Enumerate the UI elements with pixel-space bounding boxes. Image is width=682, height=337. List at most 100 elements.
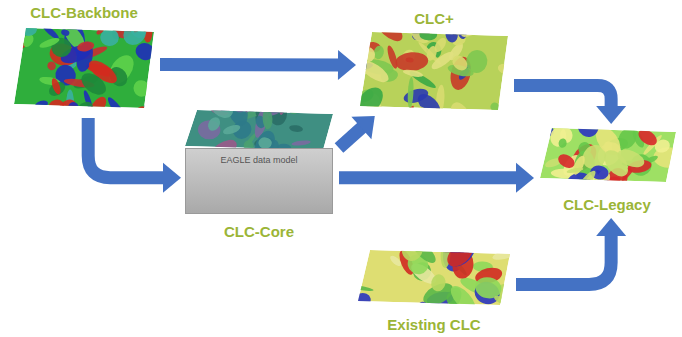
flow-arrow xyxy=(160,50,356,80)
land-patch xyxy=(229,76,255,101)
land-patch xyxy=(199,80,234,112)
land-patch xyxy=(399,234,407,243)
land-patch xyxy=(284,88,309,110)
land-patch xyxy=(492,249,516,262)
land-patch xyxy=(395,51,429,72)
land-patch xyxy=(414,90,444,120)
land-patch xyxy=(278,99,288,115)
node-title: CLC+ xyxy=(360,10,508,28)
land-patch xyxy=(463,48,490,76)
arrow-head xyxy=(351,116,374,139)
land-patch xyxy=(38,36,60,50)
land-patch xyxy=(575,112,601,139)
land-patch xyxy=(255,86,266,105)
land-patch xyxy=(408,196,417,217)
land-patch xyxy=(476,210,504,240)
arrow-head xyxy=(516,163,534,193)
land-patch xyxy=(636,126,660,148)
flow-arrow xyxy=(516,218,626,284)
box-text: EAGLE data model xyxy=(186,155,332,165)
land-patch xyxy=(66,100,80,115)
land-patch xyxy=(573,168,598,196)
arrow-shaft xyxy=(339,127,363,148)
land-patch xyxy=(372,12,407,46)
land-patch xyxy=(396,119,419,137)
land-patch xyxy=(435,84,446,116)
node-title: CLC-Core xyxy=(166,223,352,241)
land-patch xyxy=(447,282,480,316)
land-patch xyxy=(426,0,450,3)
land-patch xyxy=(546,100,579,127)
map-tile xyxy=(350,0,517,157)
land-patch xyxy=(549,125,568,148)
arrow-head xyxy=(163,163,181,193)
land-patch xyxy=(105,95,130,125)
land-patch xyxy=(75,112,81,120)
map-node: CLC-Backbone xyxy=(14,4,154,112)
land-patch xyxy=(16,19,38,38)
land-patch xyxy=(286,101,300,116)
land-patch xyxy=(615,146,647,171)
land-patch xyxy=(232,97,250,114)
land-patch xyxy=(635,88,654,106)
land-patch xyxy=(131,78,151,99)
land-patch xyxy=(359,223,395,252)
land-patch xyxy=(558,138,568,149)
land-patch xyxy=(399,235,425,263)
land-patch xyxy=(399,227,410,238)
land-patch xyxy=(443,238,477,271)
node-title: CLC-Legacy xyxy=(538,196,676,214)
land-patch xyxy=(206,90,238,123)
land-patch xyxy=(427,211,445,230)
land-patch xyxy=(445,141,457,148)
land-patch xyxy=(542,108,562,127)
land-patch xyxy=(49,102,74,135)
land-patch xyxy=(86,94,110,120)
land-patch xyxy=(270,91,293,105)
flow-arrow xyxy=(339,163,534,193)
map-tile xyxy=(0,0,158,145)
flow-arrow xyxy=(339,116,375,148)
land-patch xyxy=(490,102,499,111)
arrow-shaft xyxy=(514,85,611,108)
land-patch xyxy=(289,124,304,132)
land-patch xyxy=(388,254,402,268)
land-patch xyxy=(76,40,95,53)
map-node: CLC+ xyxy=(360,10,508,112)
land-patch xyxy=(402,68,423,78)
land-patch xyxy=(238,83,251,103)
land-patch xyxy=(497,62,517,78)
land-patch xyxy=(294,89,315,108)
land-patch xyxy=(351,82,388,120)
map-node: Existing CLC xyxy=(358,250,510,334)
arrow-head xyxy=(338,50,356,80)
land-patch xyxy=(240,104,252,112)
land-patch xyxy=(247,97,255,108)
land-patch xyxy=(47,98,66,115)
land-patch xyxy=(130,103,152,124)
land-patch xyxy=(231,84,250,114)
land-patch xyxy=(416,300,431,315)
arrow-shaft xyxy=(516,234,611,284)
land-patch xyxy=(556,152,577,171)
land-patch xyxy=(351,291,373,310)
flow-arrow xyxy=(88,118,181,193)
land-patch xyxy=(430,273,447,293)
land-patch xyxy=(50,77,62,95)
land-patch xyxy=(95,26,105,36)
map-node: CLC-Legacy xyxy=(538,128,676,214)
land-patch xyxy=(423,125,448,152)
land-patch xyxy=(143,103,157,110)
arrow-shaft xyxy=(339,171,518,184)
land-patch xyxy=(119,17,151,49)
land-patch xyxy=(459,208,485,233)
land-patch xyxy=(291,140,311,147)
land-patch xyxy=(446,99,475,134)
land-patch xyxy=(78,69,110,99)
arrow-head xyxy=(596,218,626,236)
land-patch xyxy=(419,200,444,236)
land-patch xyxy=(619,121,625,129)
land-patch xyxy=(456,25,467,40)
land-patch xyxy=(493,294,513,307)
